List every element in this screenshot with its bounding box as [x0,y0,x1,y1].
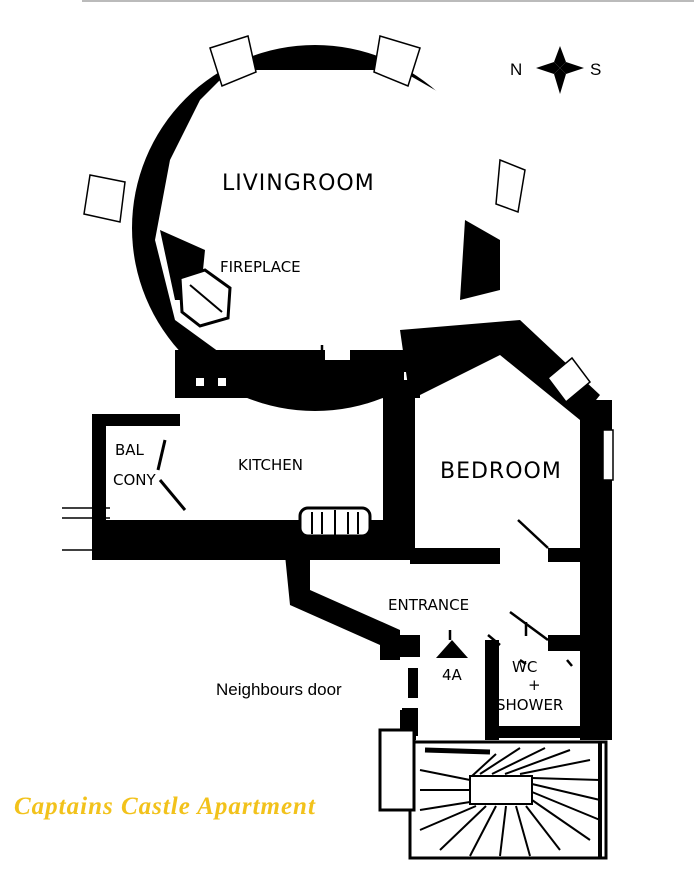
balcony-label-line1: BAL [115,441,145,459]
brand-title: Captains Castle Apartment [14,793,316,820]
wc-label-line1: WC [512,658,537,676]
apartment-marker-icon [436,640,468,658]
apartment-marker-label: 4A [442,666,463,684]
compass-icon: N S [510,46,601,94]
corner-windows [546,356,614,481]
fireplace-label: FIREPLACE [220,258,301,276]
radiator [298,506,372,538]
kitchen-label: KITCHEN [238,456,303,474]
wc-label-line2: + [528,676,541,694]
balcony-label-line2: CONY [113,471,157,489]
west-ledge [62,507,110,551]
lower-walls [92,320,612,740]
tower-windows [83,35,526,223]
staircase [378,728,608,860]
entrance-label: ENTRANCE [388,596,469,614]
door-swings [320,345,573,667]
bedroom-label: BEDROOM [440,459,562,484]
fireplace-outline [178,268,232,328]
wc-label-line3: SHOWER [496,696,563,714]
compass-n-label: N [510,60,522,79]
neighbours-door-icon [402,668,418,736]
balcony-door [156,439,187,511]
compass-s-label: S [590,60,601,79]
livingroom-label: LIVINGROOM [222,171,375,196]
neighbours-door-label: Neighbours door [216,680,342,699]
